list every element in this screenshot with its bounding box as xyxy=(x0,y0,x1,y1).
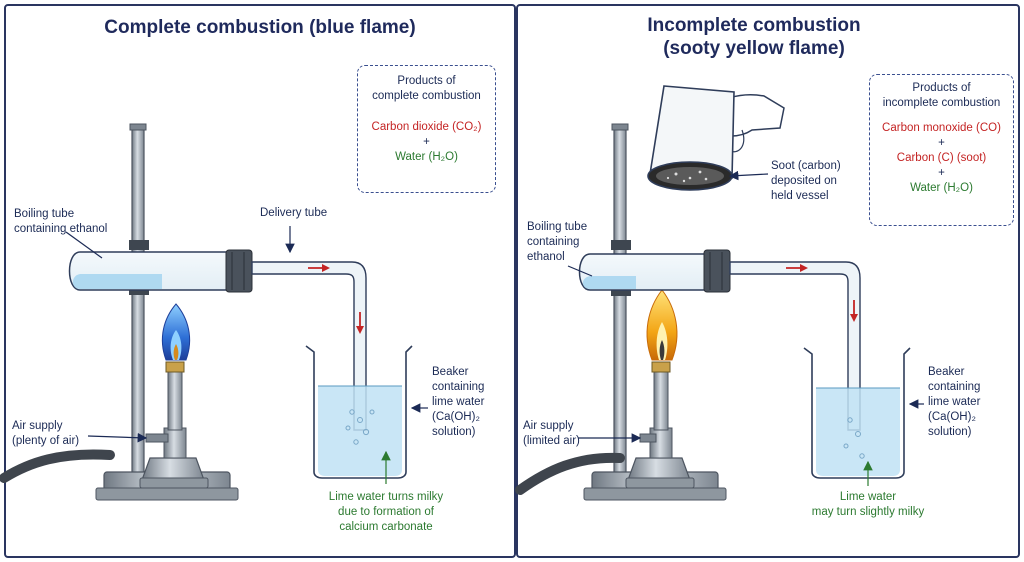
right-title: Incomplete combustion (sooty yellow flam… xyxy=(647,15,861,59)
right-yellow-flame-icon xyxy=(646,289,678,361)
right-beaker-icon xyxy=(803,347,911,479)
left-bunsen-burner-icon xyxy=(139,361,209,489)
left-product-co2: Carbon dioxide (CO₂) xyxy=(371,121,482,133)
left-product-water: Water (H₂O) xyxy=(395,151,458,163)
right-bunsen-burner-icon xyxy=(625,361,695,489)
right-air-supply-label: Air supply (limited air) xyxy=(523,420,580,447)
left-result-label: Lime water turns milky due to formation … xyxy=(328,491,444,533)
left-boiling-tube-pointer xyxy=(65,231,103,259)
left-boiling-tube-icon xyxy=(68,249,253,293)
right-panel xyxy=(516,4,1020,558)
left-title: Complete combustion (blue flame) xyxy=(104,17,416,38)
left-products-heading: Products of xyxy=(397,75,456,87)
left-gas-hose xyxy=(0,449,115,483)
right-result-label: Lime water may turn slightly milky xyxy=(811,491,925,518)
right-boiling-tube-pointer xyxy=(567,265,593,277)
left-delivery-tube-label: Delivery tube xyxy=(260,207,328,219)
right-product-plus-2: + xyxy=(938,167,945,179)
left-product-plus: + xyxy=(423,136,430,148)
left-panel xyxy=(4,4,516,558)
right-product-co: Carbon monoxide (CO) xyxy=(882,122,1001,134)
right-product-plus-1: + xyxy=(938,137,945,149)
left-blue-flame-icon xyxy=(161,303,191,361)
left-products-box: Products of complete combustion Carbon d… xyxy=(357,65,496,193)
left-boiling-tube-label: Boiling tube containing ethanol xyxy=(14,208,108,235)
right-product-water: Water (H₂O) xyxy=(910,182,973,194)
right-product-carbon: Carbon (C) (soot) xyxy=(896,152,987,164)
right-beaker-label: Beaker containing lime water (Ca(OH)₂ so… xyxy=(928,366,981,438)
right-products-heading: Products of xyxy=(912,82,971,94)
left-products-heading-2: complete combustion xyxy=(372,90,481,102)
right-soot-pointer xyxy=(728,170,769,181)
right-boiling-tube-icon xyxy=(578,249,731,293)
soot-vessel-icon xyxy=(647,85,735,191)
right-gas-hose xyxy=(515,452,625,495)
left-beaker-label: Beaker containing lime water (Ca(OH)₂ so… xyxy=(432,366,485,438)
left-air-supply-label: Air supply (plenty of air) xyxy=(12,420,80,447)
left-beaker-icon xyxy=(305,345,413,479)
left-air-pointer xyxy=(87,432,148,443)
right-soot-label: Soot (carbon) deposited on held vessel xyxy=(771,160,841,202)
right-products-heading-2: incomplete combustion xyxy=(882,97,1001,109)
right-boiling-tube-label: Boiling tube containing ethanol xyxy=(527,221,588,263)
right-products-box: Products of incomplete combustion Carbon… xyxy=(869,74,1014,226)
